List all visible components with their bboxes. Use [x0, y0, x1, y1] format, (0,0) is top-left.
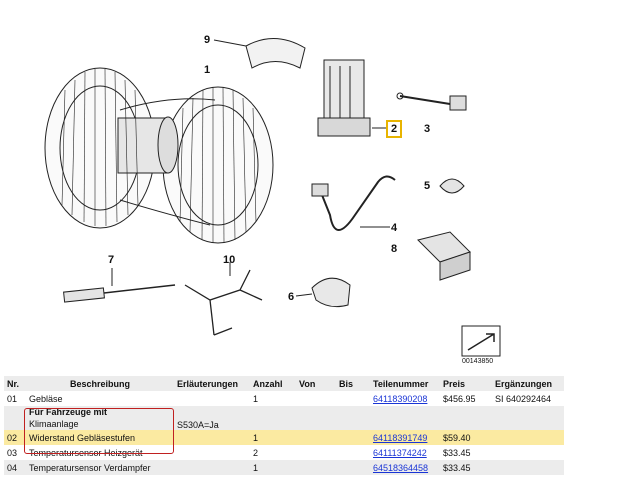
- col-header-nr: Nr.: [4, 376, 26, 391]
- row-anzahl: 2: [253, 447, 259, 458]
- row-ergaenzungen: [492, 406, 564, 430]
- row-nr: 01: [7, 393, 18, 404]
- table-header-row: Nr. Beschreibung Erläuterungen Anzahl Vo…: [4, 376, 564, 391]
- table-row[interactable]: 04 Temperatursensor Verdampfer 1 6451836…: [4, 460, 564, 475]
- row-nr: 04: [4, 460, 26, 475]
- part-number-link[interactable]: 64111374242: [373, 447, 427, 458]
- table-row-selected[interactable]: 02 Widerstand Gebläsestufen 1 6411839174…: [4, 430, 564, 445]
- callout-8[interactable]: 8: [391, 243, 398, 255]
- col-header-von: Von: [296, 376, 336, 391]
- row-von: [296, 445, 336, 460]
- row-preis: $33.45: [440, 460, 492, 475]
- row-teilenummer: [370, 406, 440, 430]
- col-header-ergaenzungen: Ergänzungen: [492, 376, 564, 391]
- callout-2[interactable]: 2: [386, 120, 403, 138]
- condition-heading: Für Fahrzeuge mit: [29, 407, 108, 417]
- row-beschreibung: Temperatursensor Verdampfer: [26, 460, 174, 475]
- col-header-beschreibung: Beschreibung: [26, 376, 174, 391]
- callout-7[interactable]: 7: [108, 254, 115, 266]
- row-nr: 03: [7, 447, 18, 458]
- row-anzahl: 1: [250, 460, 296, 475]
- row-von: [296, 391, 336, 406]
- parts-table: Nr. Beschreibung Erläuterungen Anzahl Vo…: [4, 376, 564, 475]
- col-header-erlaeuterungen: Erläuterungen: [174, 376, 250, 391]
- blower-fan-illustration: [44, 67, 274, 244]
- callout-10[interactable]: 10: [223, 254, 236, 266]
- row-bis: [336, 460, 370, 475]
- row-anzahl: 1: [253, 393, 259, 404]
- col-header-anzahl: Anzahl: [250, 376, 296, 391]
- callout-4[interactable]: 4: [391, 222, 398, 234]
- row-bis: [336, 430, 370, 445]
- row-bis: [336, 406, 370, 430]
- callout-1[interactable]: 1: [204, 64, 211, 76]
- row-preis: [440, 406, 492, 430]
- row-ergaenzungen: [492, 445, 564, 460]
- col-header-teilenummer: Teilenummer: [370, 376, 440, 391]
- col-header-bis: Bis: [336, 376, 370, 391]
- row-erlaeuterungen: [174, 391, 250, 406]
- parts-diagram: [44, 37, 501, 357]
- table-row[interactable]: 01 Gebläse 1 64118390208 $456.95 SI 6402…: [4, 391, 564, 406]
- row-beschreibung: Temperatursensor Heizgerät: [29, 447, 143, 458]
- row-beschreibung: Widerstand Gebläsestufen: [26, 430, 174, 445]
- row-von: [296, 460, 336, 475]
- row-anzahl: 1: [250, 430, 296, 445]
- part-number-link[interactable]: 64518364458: [373, 462, 429, 473]
- callout-6[interactable]: 6: [288, 291, 295, 303]
- row-erlaeuterungen: [174, 460, 250, 475]
- row-ergaenzungen: SI 640292464: [495, 393, 552, 404]
- row-von: [296, 406, 336, 430]
- callout-5[interactable]: 5: [424, 180, 431, 192]
- row-nr: [4, 406, 26, 430]
- col-header-preis: Preis: [440, 376, 492, 391]
- table-row[interactable]: 03 Temperatursensor Heizgerät 2 64111374…: [4, 445, 564, 460]
- row-erlaeuterungen: [174, 445, 250, 460]
- part-number-link[interactable]: 64118390208: [373, 393, 428, 404]
- row-ergaenzungen: [492, 460, 564, 475]
- row-bis: [336, 391, 370, 406]
- row-anzahl: [250, 406, 296, 430]
- row-erlaeuterungen: S530A=Ja: [174, 406, 250, 430]
- row-ergaenzungen: [492, 430, 564, 445]
- row-bis: [336, 445, 370, 460]
- row-von: [296, 430, 336, 445]
- table-row: Für Fahrzeuge mit Klimaanlage S530A=Ja: [4, 406, 564, 430]
- row-beschreibung: Klimaanlage: [29, 419, 79, 429]
- row-beschreibung: Gebläse: [29, 393, 63, 404]
- part-number-link[interactable]: 64118391749: [373, 432, 428, 443]
- row-nr: 02: [4, 430, 26, 445]
- row-erlaeuterungen: [174, 430, 250, 445]
- row-preis: $59.40: [440, 430, 492, 445]
- callout-3[interactable]: 3: [424, 123, 431, 135]
- row-preis: $33.45: [443, 447, 471, 458]
- row-preis: $456.95: [443, 393, 476, 404]
- callout-9[interactable]: 9: [204, 34, 211, 46]
- diagram-code: 00143850: [462, 358, 494, 365]
